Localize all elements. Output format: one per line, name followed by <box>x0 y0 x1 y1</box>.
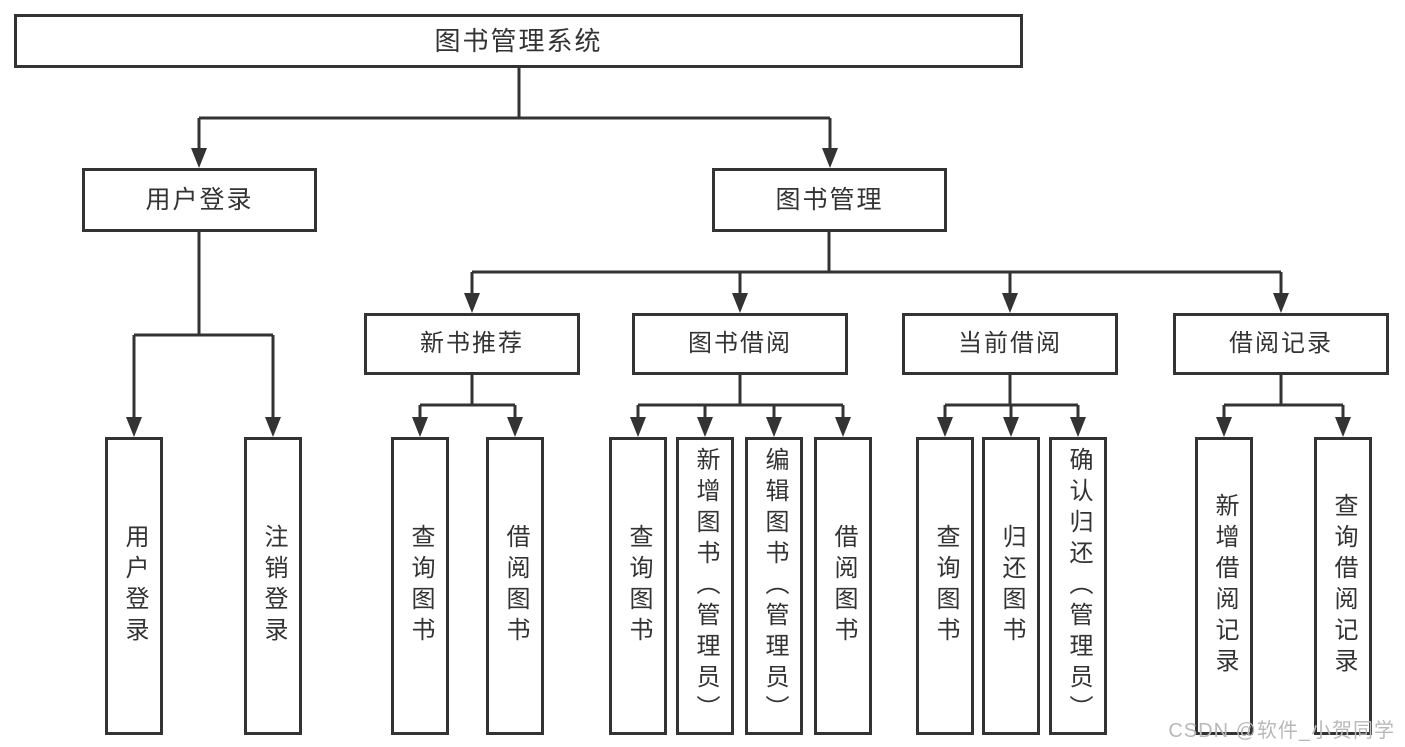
leaf-query-book-borrow: 查询图书 <box>609 437 667 735</box>
node-borrow-records: 借阅记录 <box>1173 313 1389 375</box>
leaf-add-book-admin: 新增图书（管理员） <box>676 437 734 735</box>
node-user-login: 用户登录 <box>82 168 317 232</box>
node-book-borrow: 图书借阅 <box>632 313 848 375</box>
node-new-book-recommend: 新书推荐 <box>364 313 580 375</box>
leaf-borrow-book-recommend: 借阅图书 <box>486 437 544 735</box>
leaf-logout: 注销登录 <box>244 437 302 735</box>
leaf-query-borrow-record: 查询借阅记录 <box>1314 437 1372 735</box>
leaf-return-book: 归还图书 <box>982 437 1040 735</box>
node-current-borrow: 当前借阅 <box>902 313 1118 375</box>
leaf-user-login: 用户登录 <box>105 437 163 735</box>
csdn-watermark: CSDN @软件_小贺同学 <box>1168 720 1395 742</box>
leaf-query-book-current: 查询图书 <box>916 437 974 735</box>
leaf-query-book-recommend: 查询图书 <box>391 437 449 735</box>
leaf-borrow-book: 借阅图书 <box>814 437 872 735</box>
leaf-edit-book-admin: 编辑图书（管理员） <box>745 437 803 735</box>
node-book-management: 图书管理 <box>712 168 947 232</box>
leaf-confirm-return-admin: 确认归还（管理员） <box>1049 437 1107 735</box>
node-library-management-system: 图书管理系统 <box>14 14 1023 68</box>
leaf-add-borrow-record: 新增借阅记录 <box>1195 437 1253 735</box>
